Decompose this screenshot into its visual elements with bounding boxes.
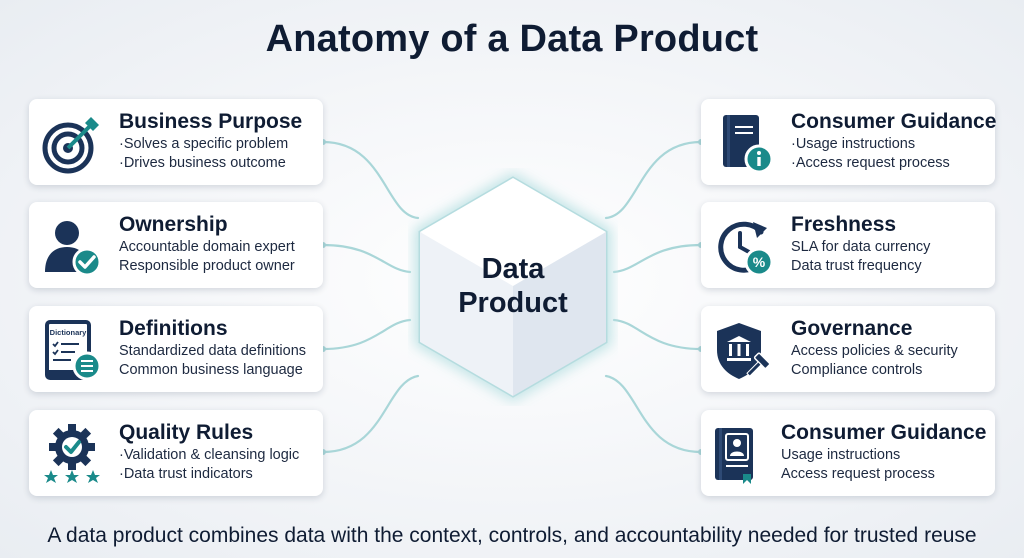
card-heading: Consumer Guidance: [791, 110, 997, 133]
card-line: Responsible product owner: [119, 258, 295, 274]
card-line: SLA for data currency: [791, 239, 931, 255]
card-line: Usage instructions: [781, 447, 901, 463]
card-line: Accountable domain expert: [119, 239, 295, 255]
card-heading: Definitions: [119, 317, 228, 340]
card-business-purpose: Business Purpose ·Solves a specific prob…: [29, 99, 323, 185]
card-consumer-guidance: Consumer Guidance ·Usage instructions ·A…: [701, 99, 997, 185]
card-line: Common business language: [119, 362, 303, 378]
card-line: ·Drives business outcome: [119, 155, 286, 171]
card-line: ·Data trust indicators: [119, 466, 253, 482]
card-line: ·Usage instructions: [791, 136, 916, 152]
target-arrow-icon: [42, 117, 99, 174]
card-heading: Ownership: [119, 213, 228, 236]
svg-text:%: %: [753, 254, 766, 270]
card-heading: Consumer Guidance: [781, 421, 987, 444]
center-label: Data Product: [408, 252, 618, 320]
card-line: ·Solves a specific problem: [119, 136, 289, 152]
gear-check-stars-icon: [44, 424, 100, 483]
card-line: ·Validation & cleansing logic: [119, 447, 300, 463]
card-line: Data trust frequency: [791, 258, 922, 274]
card-governance: Governance Access policies & security Co…: [701, 306, 995, 392]
clock-percent-icon: %: [718, 221, 774, 277]
card-quality-rules: Quality Rules ·Validation & cleansing lo…: [29, 410, 323, 496]
card-line: Access policies & security: [791, 343, 958, 359]
book-info-icon: [723, 115, 774, 174]
data-product-cube: [414, 172, 612, 402]
card-heading: Freshness: [791, 213, 897, 236]
card-definitions: Dictionary Definitions Standardized data…: [29, 306, 323, 392]
dictionary-book-icon: Dictionary: [45, 320, 102, 381]
shield-gavel-icon: [717, 323, 771, 379]
center-label-line2: Product: [458, 287, 568, 319]
card-ownership: Ownership Accountable domain expert Resp…: [29, 202, 323, 288]
card-line: Access request process: [781, 466, 935, 482]
page-title: Anatomy of a Data Product: [265, 18, 759, 60]
card-heading: Governance: [791, 317, 913, 340]
book-user-icon: [715, 428, 753, 484]
card-line: ·Access request process: [791, 155, 950, 171]
footer-caption: A data product combines data with the co…: [47, 524, 977, 547]
dictionary-icon-label: Dictionary: [50, 328, 88, 337]
center-label-line1: Data: [481, 253, 545, 285]
card-freshness: % Freshness SLA for data currency Data t…: [701, 202, 995, 288]
card-consumer-guidance-2: Consumer Guidance Usage instructions Acc…: [701, 410, 995, 496]
card-line: Standardized data definitions: [119, 343, 307, 359]
card-heading: Business Purpose: [119, 110, 303, 133]
card-heading: Quality Rules: [119, 421, 254, 444]
user-check-icon: [45, 221, 102, 277]
card-line: Compliance controls: [791, 362, 923, 378]
